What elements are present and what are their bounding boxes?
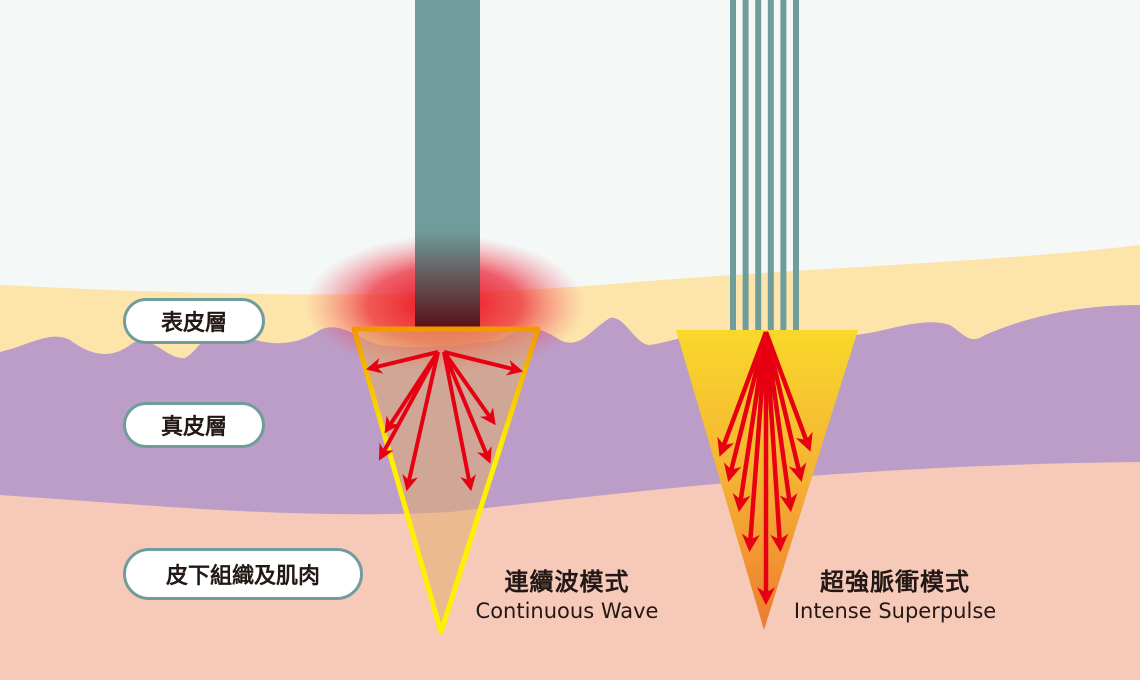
caption-zh: 連續波模式: [504, 568, 630, 596]
label-dermis: 真皮層: [123, 402, 265, 448]
caption-continuous-wave: 連續波模式 Continuous Wave: [437, 562, 697, 623]
subcutaneous-layer: [0, 462, 1140, 680]
heat-arrow: [365, 350, 439, 374]
energy-arrow: [763, 331, 798, 513]
heat-arrow: [402, 351, 440, 492]
label-subcutaneous: 皮下組織及肌肉: [123, 548, 363, 600]
diffuse-heat-arrows: [365, 350, 524, 492]
caption-zh: 超強脈衝模式: [820, 568, 970, 596]
label-epidermis: 表皮層: [123, 298, 265, 344]
focused-energy-arrows: [717, 331, 813, 606]
heat-arrow: [378, 351, 440, 461]
heat-arrow: [443, 350, 524, 376]
energy-arrow: [763, 331, 813, 452]
energy-arrow: [723, 331, 769, 482]
continuous-laser-beam: [415, 0, 480, 328]
caption-en: Intense Superpulse: [793, 599, 997, 623]
energy-arrow: [763, 331, 807, 483]
heat-arrow: [442, 350, 496, 426]
heat-arrow: [442, 351, 492, 464]
heat-arrow: [442, 351, 477, 492]
caption-superpulse: 超強脈衝模式 Intense Superpulse: [765, 562, 1025, 623]
superpulse-laser-beams: [730, 0, 799, 330]
energy-arrow: [741, 331, 769, 553]
energy-arrow: [717, 331, 769, 457]
continuous-wave-cone: [351, 326, 541, 635]
caption-en: Continuous Wave: [475, 599, 659, 623]
energy-arrow: [763, 331, 789, 553]
